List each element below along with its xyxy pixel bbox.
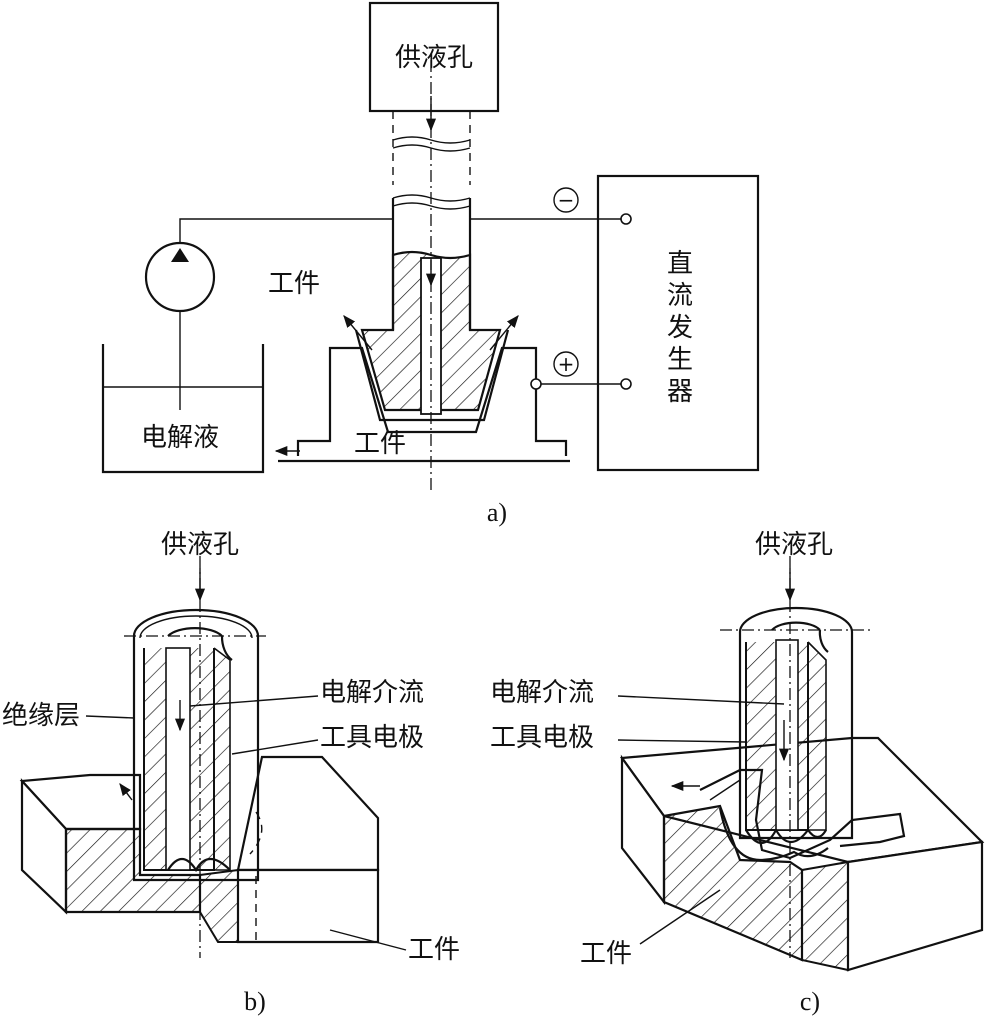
workpiece-label-b: 工件 <box>408 935 460 965</box>
positive-sign <box>553 351 579 377</box>
tool-electrode-shaft <box>354 111 510 422</box>
negative-sign <box>553 187 579 213</box>
supply-hole-label: 供液孔 <box>395 43 473 73</box>
diagram-a: 供液孔 工件 工件 <box>101 1 760 527</box>
dc-generator-char-2: 流 <box>667 281 693 311</box>
caption-b: b) <box>244 987 266 1016</box>
insulation-label: 绝缘层 <box>2 701 80 731</box>
tool-electrode-b <box>132 608 260 882</box>
dc-generator-char-4: 生 <box>667 345 693 375</box>
tool-electrode-c <box>738 606 854 845</box>
workpiece-top-label: 工件 <box>268 269 320 299</box>
svg-text:−: − <box>558 188 575 212</box>
svg-text:+: + <box>558 352 575 376</box>
workpiece-block-c <box>619 736 985 972</box>
electrolyte-flow-label-b: 电解介流 <box>320 678 424 708</box>
electrolyte-label: 电解液 <box>141 423 219 453</box>
caption-c: c) <box>800 987 820 1016</box>
flow-arrow-right <box>489 315 519 351</box>
workpiece-block <box>296 346 568 456</box>
dc-generator-char-1: 直 <box>667 249 693 279</box>
caption-a: a) <box>487 498 507 527</box>
dc-generator-char-5: 器 <box>667 377 693 407</box>
electrolyte-tank <box>101 344 265 474</box>
flow-arrow-left <box>343 315 373 351</box>
tool-electrode-label-b: 工具电极 <box>320 723 424 753</box>
supply-hole-label-b: 供液孔 <box>161 530 239 560</box>
supply-hole-label-c: 供液孔 <box>755 530 833 560</box>
supply-hole-box <box>368 1 500 113</box>
dc-generator-box <box>596 174 760 472</box>
electrolyte-flow-label-c: 电解介流 <box>490 678 594 708</box>
tool-electrode-label-c: 工具电极 <box>490 723 594 753</box>
dc-generator-char-3: 发 <box>667 313 693 343</box>
diagram-c: 供液孔 电解介流 工具电极 工件 c) <box>490 530 985 1016</box>
workpiece-label-c: 工件 <box>580 939 632 969</box>
workpiece-bottom-label: 工件 <box>354 429 406 459</box>
diagram-b: 供液孔 绝缘层 电解介流 工具电极 工件 b) <box>2 530 460 1016</box>
